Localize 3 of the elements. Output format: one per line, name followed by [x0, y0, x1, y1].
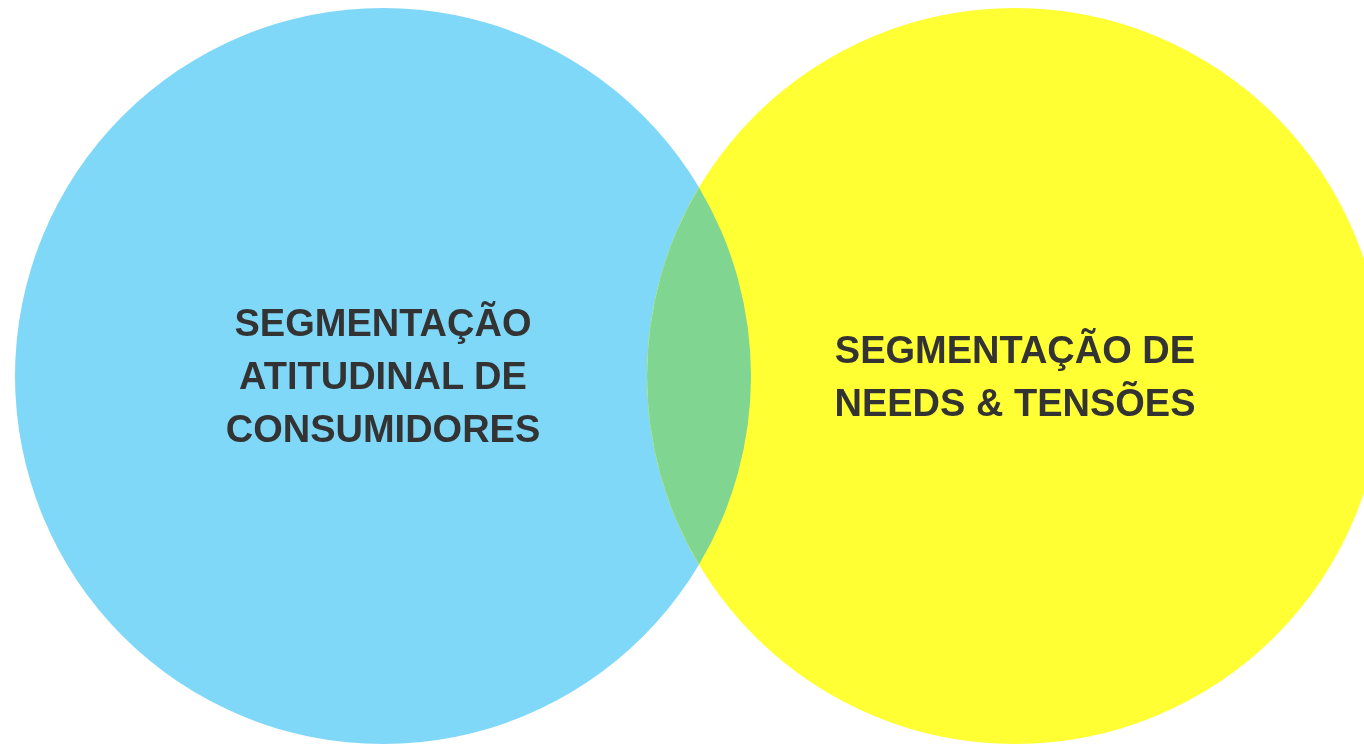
overlap-region: [647, 187, 751, 565]
circle-label: SEGMENTAÇÃO ATITUDINAL DE CONSUMIDORES: [224, 300, 542, 452]
circle-label: SEGMENTAÇÃO DE NEEDS & TENSÕES: [833, 327, 1197, 426]
